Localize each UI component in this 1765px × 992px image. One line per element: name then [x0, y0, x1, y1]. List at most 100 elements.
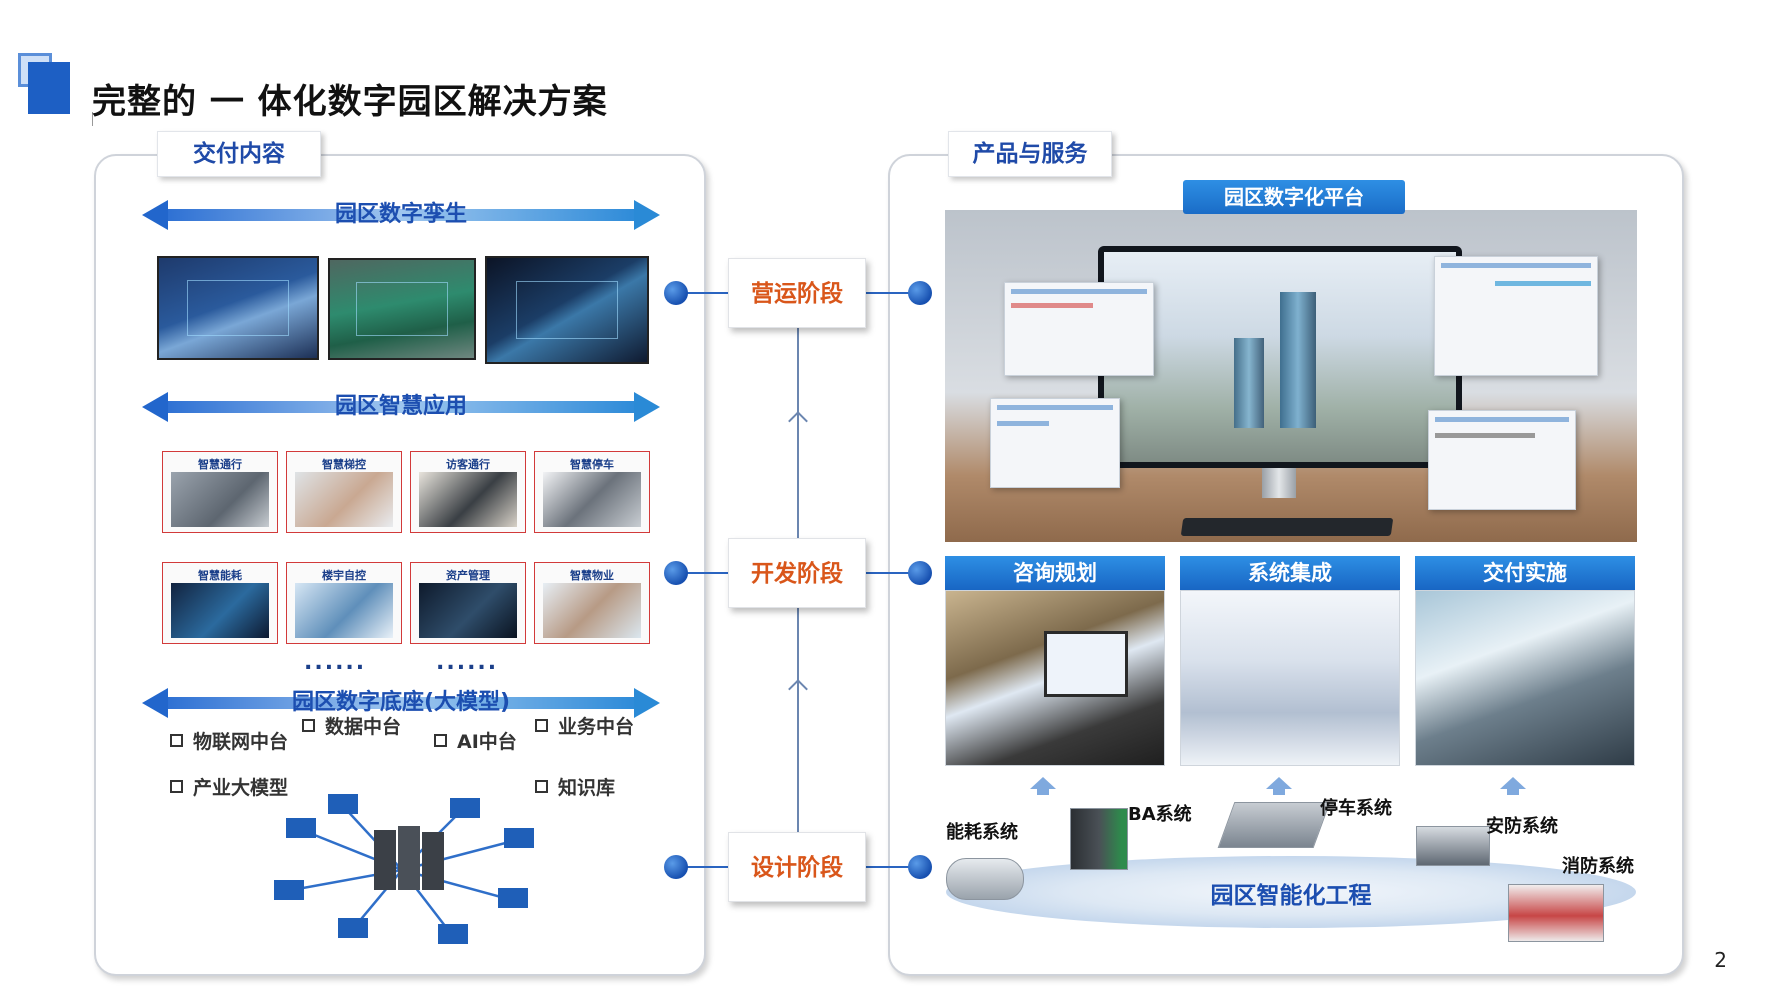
arrow-up-icon	[788, 679, 808, 699]
app-card-label: 楼宇自控	[322, 569, 366, 582]
app-card: 智慧通行	[162, 451, 278, 533]
connector-line	[676, 572, 728, 574]
system-label: 停车系统	[1320, 798, 1392, 819]
page-title: 完整的 一 体化数字园区解决方案	[92, 82, 608, 122]
dashboard-thumbnail	[1434, 256, 1598, 376]
service-image-delivery	[1415, 590, 1635, 766]
twin-screenshot-campus	[157, 256, 319, 360]
connector-line	[866, 866, 918, 868]
app-card: 资产管理	[410, 562, 526, 644]
connector-dot	[664, 855, 688, 879]
service-image-integration	[1180, 590, 1400, 766]
app-card: 智慧能耗	[162, 562, 278, 644]
connector-dot	[664, 561, 688, 585]
arrow-up-icon	[788, 411, 808, 431]
platform-item-label: 产业大模型	[193, 777, 289, 799]
dashboard-thumbnail	[1004, 282, 1154, 376]
system-label: 能耗系统	[946, 822, 1018, 843]
app-card-image	[295, 583, 393, 638]
app-card-image	[543, 583, 641, 638]
more-apps-ellipsis: ......	[436, 650, 499, 675]
app-card-label: 智慧能耗	[198, 569, 242, 582]
app-card-image	[295, 472, 393, 527]
products-panel-label: 产品与服务	[948, 131, 1112, 177]
platform-item: 知识库	[535, 777, 615, 799]
app-card-image	[419, 583, 517, 638]
keyboard-icon	[1180, 518, 1394, 536]
platform-label: 园区数字化平台	[1183, 180, 1405, 214]
app-card-image	[419, 472, 517, 527]
app-card: 智慧梯控	[286, 451, 402, 533]
platform-item-label: AI中台	[457, 731, 517, 753]
app-card-label: 资产管理	[446, 569, 490, 582]
checkbox-icon	[535, 719, 548, 732]
stage-operation: 营运阶段	[728, 258, 866, 328]
app-card-image	[171, 472, 269, 527]
connector-line	[866, 292, 918, 294]
app-card-label: 智慧停车	[570, 458, 614, 471]
checkbox-icon	[170, 734, 183, 747]
checkbox-icon	[434, 734, 447, 747]
title-divider	[92, 112, 93, 126]
platform-item: 产业大模型	[170, 777, 288, 799]
chiller-device-icon	[946, 858, 1024, 900]
dashboard-thumbnail	[990, 398, 1120, 488]
platform-item: 物联网中台	[170, 731, 288, 753]
engineering-label: 园区智能化工程	[1210, 883, 1372, 909]
stage-design: 设计阶段	[728, 832, 866, 902]
twin-screenshot-equipment	[328, 258, 476, 360]
app-card: 智慧物业	[534, 562, 650, 644]
section-digital-base: 园区数字底座(大模型)	[142, 688, 660, 718]
connector-line	[676, 292, 728, 294]
service-label: 交付实施	[1415, 556, 1635, 590]
app-card-image	[543, 472, 641, 527]
app-card-label: 智慧物业	[570, 569, 614, 582]
connector-dot	[908, 561, 932, 585]
section-digital-base-title: 园区数字底座(大模型)	[291, 690, 511, 715]
platform-item-label: 业务中台	[558, 716, 635, 738]
section-smart-apps-title: 园区智慧应用	[334, 394, 467, 419]
ba-controller-icon	[1070, 808, 1128, 870]
fire-panel-icon	[1508, 884, 1604, 942]
platform-item: 业务中台	[535, 716, 635, 738]
app-card-label: 智慧通行	[198, 458, 242, 471]
system-label: 安防系统	[1486, 816, 1558, 837]
app-card-label: 访客通行	[446, 458, 490, 471]
service-image-consulting	[945, 590, 1165, 766]
delivery-panel-label: 交付内容	[157, 131, 321, 177]
checkbox-icon	[535, 780, 548, 793]
parking-board-icon	[1217, 802, 1331, 848]
section-digital-twin: 园区数字孪生	[142, 200, 660, 230]
app-card-label: 智慧梯控	[322, 458, 366, 471]
server-network-diagram	[274, 794, 534, 944]
platform-item-label: 数据中台	[325, 716, 402, 738]
connector-line	[676, 866, 728, 868]
system-label: 消防系统	[1562, 856, 1634, 877]
arrow-up-icon	[1500, 777, 1526, 795]
service-label: 系统集成	[1180, 556, 1400, 590]
server-rack-icon	[374, 826, 444, 890]
more-apps-ellipsis: ......	[304, 650, 367, 675]
connector-dot	[908, 281, 932, 305]
app-card: 楼宇自控	[286, 562, 402, 644]
connector-dot	[664, 281, 688, 305]
checkbox-icon	[170, 780, 183, 793]
app-card: 智慧停车	[534, 451, 650, 533]
monitor-icons	[274, 794, 534, 944]
monitor-stand	[1262, 468, 1296, 498]
stage-development: 开发阶段	[728, 538, 866, 608]
platform-item: 数据中台	[302, 716, 402, 738]
section-digital-twin-title: 园区数字孪生	[334, 202, 467, 227]
monitor-screen	[1098, 246, 1462, 468]
platform-item: AI中台	[434, 731, 517, 753]
checkbox-icon	[302, 719, 315, 732]
service-label: 咨询规划	[945, 556, 1165, 590]
system-label: BA系统	[1128, 804, 1192, 825]
app-card: 访客通行	[410, 451, 526, 533]
platform-item-label: 知识库	[558, 777, 616, 799]
page-number: 2	[1714, 948, 1727, 972]
app-card-image	[171, 583, 269, 638]
arrow-up-icon	[1030, 777, 1056, 795]
twin-screenshot-pipeline	[485, 256, 649, 364]
arrow-up-icon	[1266, 777, 1292, 795]
